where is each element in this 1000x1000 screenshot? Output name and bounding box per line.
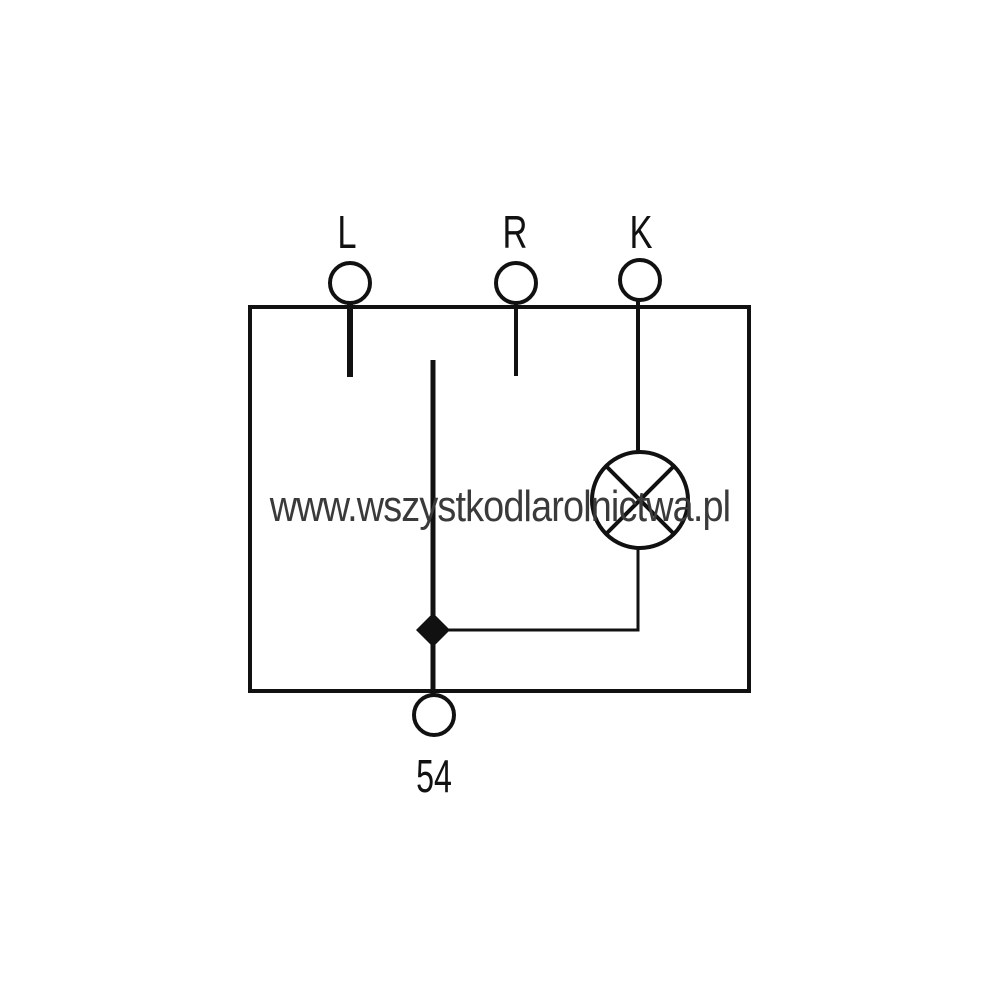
label-R: R [503, 206, 528, 258]
lamp-return-wire [433, 548, 640, 632]
terminal-K [618, 258, 662, 302]
lamp-icon [590, 450, 690, 550]
label-K: K [629, 206, 652, 258]
terminal-54 [412, 693, 456, 737]
watermark: www.wszystkodlarolnictwa.pl [269, 482, 731, 531]
terminal-L [328, 261, 372, 305]
terminal-R [494, 261, 538, 305]
junction-dot [416, 613, 450, 647]
housing-box [248, 305, 751, 693]
label-L: L [337, 206, 356, 258]
label-54: 54 [416, 751, 452, 802]
